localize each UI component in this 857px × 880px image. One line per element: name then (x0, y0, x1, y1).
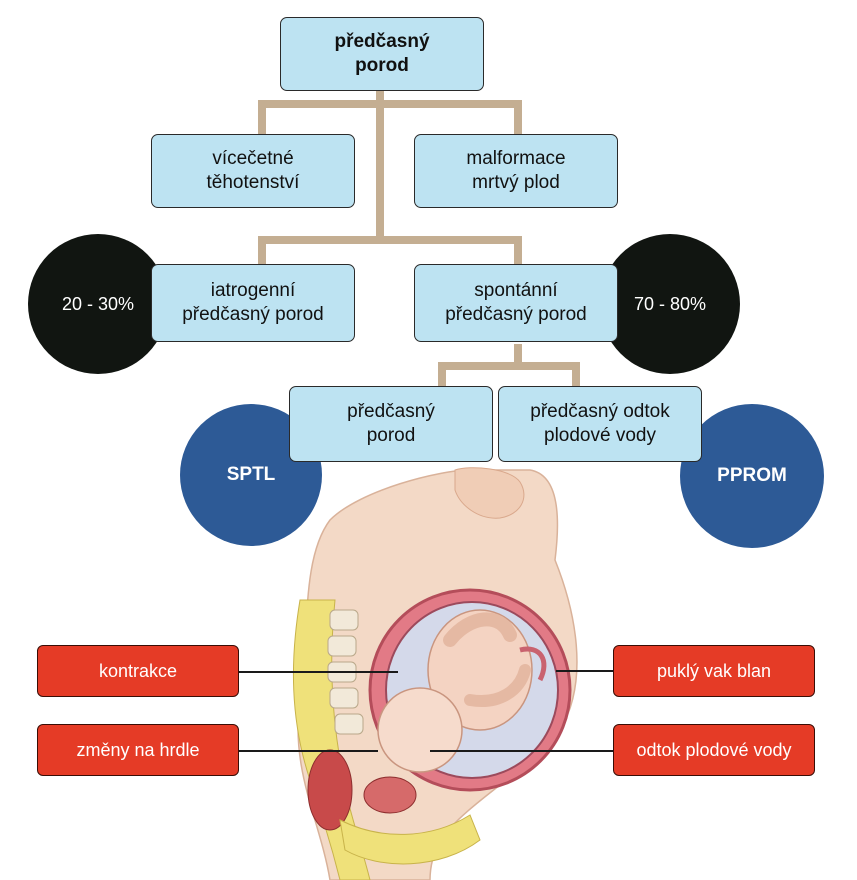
subtype-node-right: předčasný odtok plodové vody (498, 386, 702, 462)
connector (514, 344, 522, 366)
label-contractions-text: kontrakce (98, 660, 178, 681)
subtype-right-label: předčasný odtok plodové vody (530, 401, 670, 446)
type-right-label: spontánní předčasný porod (445, 280, 587, 325)
percentage-circle-right: 70 - 80% (600, 234, 740, 374)
connector (258, 100, 266, 136)
leader-line (430, 750, 614, 752)
connector (258, 236, 266, 266)
root-label: předčasný porod (334, 31, 430, 76)
root-node: předčasný porod (280, 17, 484, 91)
connector (438, 362, 580, 370)
cause-right-label: malformace mrtvý plod (466, 148, 566, 193)
cause-node-right: malformace mrtvý plod (414, 134, 618, 208)
leader-line (238, 750, 378, 752)
label-cervix-changes-text: změny na hrdle (76, 739, 200, 760)
leader-line (238, 671, 398, 673)
cause-left-label: vícečetné těhotenství (206, 148, 300, 193)
abbreviation-left: SPTL (226, 464, 276, 485)
type-node-left: iatrogenní předčasný porod (151, 264, 355, 342)
abbreviation-circle-right: PPROM (680, 404, 824, 548)
label-contractions: kontrakce (37, 645, 239, 697)
cause-node-left: vícečetné těhotenství (151, 134, 355, 208)
connector (376, 90, 384, 240)
label-amniotic-leak-text: odtok plodové vody (636, 739, 792, 760)
leader-line (556, 670, 614, 672)
connector (258, 236, 522, 244)
connector (438, 362, 446, 388)
connector (514, 236, 522, 266)
type-node-right: spontánní předčasný porod (414, 264, 618, 342)
label-amniotic-leak: odtok plodové vody (613, 724, 815, 776)
percentage-left: 20 - 30% (61, 293, 135, 314)
percentage-right: 70 - 80% (633, 293, 707, 314)
subtype-node-left: předčasný porod (289, 386, 493, 462)
label-ruptured-membranes: puklý vak blan (613, 645, 815, 697)
percentage-circle-left: 20 - 30% (28, 234, 168, 374)
abbreviation-right: PPROM (717, 465, 787, 486)
type-left-label: iatrogenní předčasný porod (182, 280, 324, 325)
label-cervix-changes: změny na hrdle (37, 724, 239, 776)
connector (514, 100, 522, 136)
subtype-left-label: předčasný porod (347, 401, 435, 446)
connector (572, 362, 580, 388)
connector (258, 100, 522, 108)
label-ruptured-membranes-text: puklý vak blan (656, 660, 772, 681)
